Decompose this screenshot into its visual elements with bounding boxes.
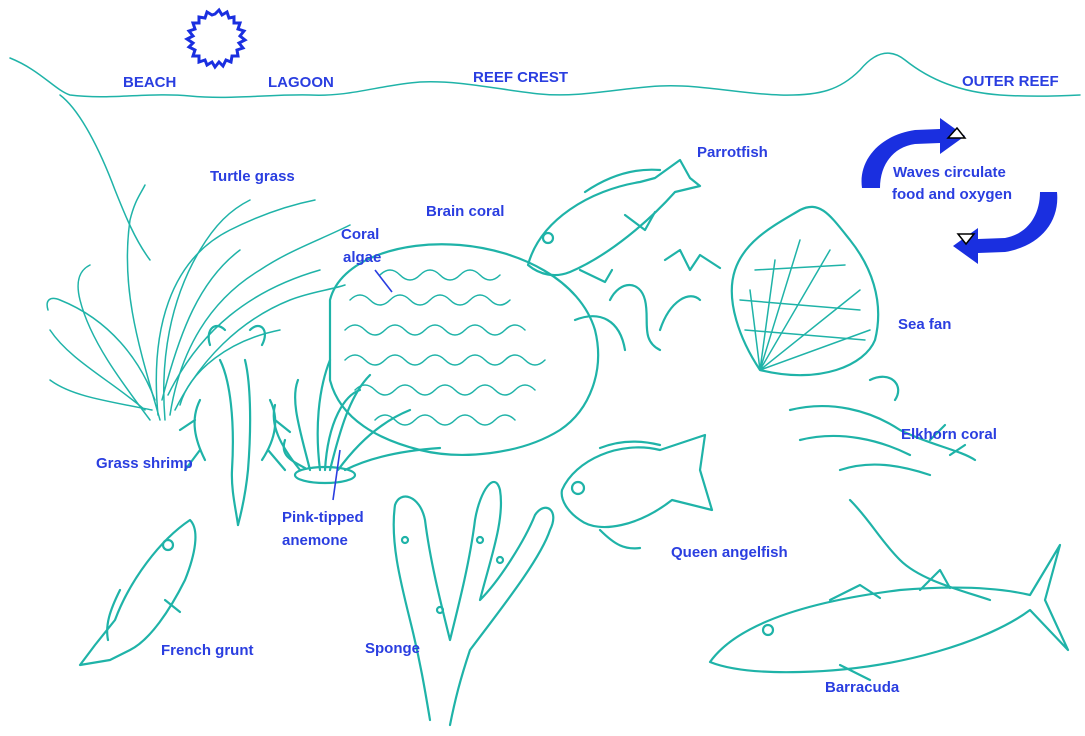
waves-label-line2: food and oxygen: [892, 186, 1012, 203]
barracuda-drawing: [710, 545, 1068, 680]
grass-shrimp-drawing: [180, 326, 290, 525]
parrotfish-label: Parrotfish: [697, 144, 768, 161]
sea-fan-label: Sea fan: [898, 316, 951, 333]
french-grunt-label: French grunt: [161, 642, 254, 659]
queen-angelfish-drawing: [562, 435, 712, 548]
anemone-label-line1: Pink-tipped: [282, 509, 364, 526]
turtle-grass-label: Turtle grass: [210, 168, 295, 185]
queen-angelfish-label: Queen angelfish: [671, 544, 788, 561]
coral-algae-label-line1: Coral: [341, 226, 379, 243]
anemone-label-line2: anemone: [282, 532, 348, 549]
elkhorn-coral-label: Elkhorn coral: [901, 426, 997, 443]
sponge-drawing: [394, 482, 554, 725]
sea-fan-drawing: [732, 207, 878, 375]
coral-algae-label-line2: algae: [343, 249, 381, 266]
sponge-label: Sponge: [365, 640, 420, 657]
zone-outer-reef-label: OUTER REEF: [962, 73, 1059, 90]
sun-icon: [187, 10, 245, 67]
grass-shrimp-label: Grass shrimp: [96, 455, 193, 472]
turtle-grass-drawing: [47, 185, 350, 420]
zone-reef-crest-label: REEF CREST: [473, 69, 568, 86]
brain-coral-label: Brain coral: [426, 203, 504, 220]
parrotfish-drawing: [528, 160, 700, 282]
barracuda-label: Barracuda: [825, 679, 900, 696]
zone-lagoon-label: LAGOON: [268, 74, 334, 91]
beach-slope-line: [60, 95, 150, 260]
zone-beach-label: BEACH: [123, 74, 176, 91]
waves-label-line1: Waves circulate: [893, 164, 1006, 181]
coral-algae-leader: [375, 270, 392, 292]
elkhorn-coral-drawing: [790, 377, 990, 600]
